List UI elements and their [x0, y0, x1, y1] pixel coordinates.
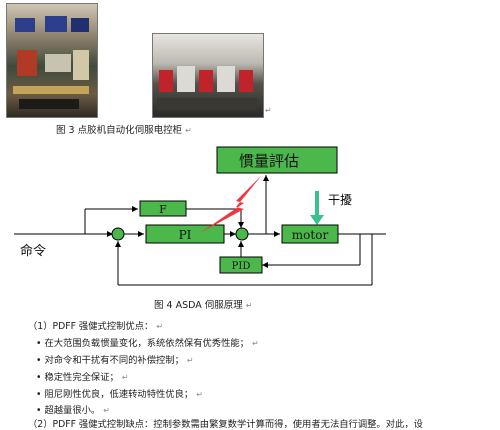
- control-cabinet-photo-right: [152, 33, 264, 118]
- paragraph-disadvantages: （2）PDFF 强健式控制缺点：控制参数需由繁复数学计算而得，使用者无法自行调整…: [28, 419, 423, 430]
- motor-label: motor: [292, 228, 329, 242]
- paragraph-advantages-heading: （1）PDFF 强健式控制优点：↵: [28, 321, 164, 332]
- pi-label: PI: [179, 228, 192, 242]
- pid-label: PID: [232, 261, 251, 272]
- disturbance-label: 干擾: [328, 193, 352, 207]
- estimation-label: 慣量評估: [239, 152, 299, 170]
- summing-junction-2: [235, 227, 249, 241]
- servo-block-diagram: 慣量評估 F PI motor PID 命令 干擾: [14, 146, 386, 286]
- bullet-advantage-4: • 阻尼刚性优良，低速转动特性优良；↵: [36, 389, 203, 400]
- bullet-advantage-1: • 在大范围负载惯量变化，系统依然保有优秀性能；↵: [36, 338, 259, 349]
- bullet-advantage-3: • 稳定性完全保证；↵: [36, 372, 129, 383]
- disturbance-arrow: [310, 215, 324, 225]
- command-label: 命令: [20, 243, 46, 259]
- bullet-advantage-2: • 对命令和干扰有不同的补偿控制；↵: [36, 355, 194, 366]
- adaptive-adjust-lightning: [200, 175, 262, 233]
- figure3-caption: 图 3 点胶机自动化伺服电控柜↵: [56, 125, 192, 136]
- photo-return-mark: ↵: [265, 106, 272, 115]
- f-label: F: [159, 203, 167, 216]
- summing-junction-1: [111, 227, 125, 241]
- inertia-estimation-block: [216, 146, 338, 174]
- figure4-caption: 图 4 ASDA 伺服原理↵: [154, 300, 253, 311]
- control-cabinet-photo-left: [6, 3, 98, 118]
- bullet-advantage-5: • 超越量很小。↵: [36, 405, 110, 416]
